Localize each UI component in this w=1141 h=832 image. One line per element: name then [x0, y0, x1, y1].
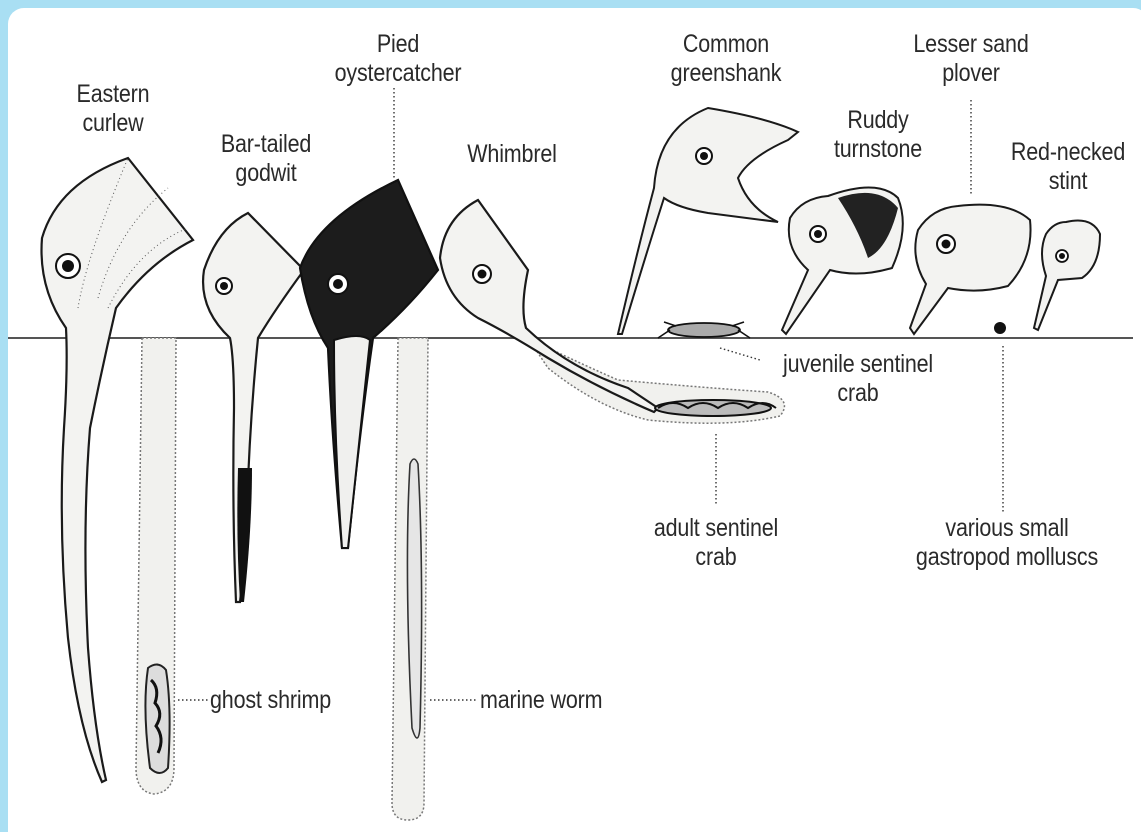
juvenile-sentinel-crab-drawing	[658, 322, 750, 338]
illustration-panel: Eastern curlew Bar-tailed godwit Pied oy…	[8, 8, 1141, 832]
label-adult-sentinel-crab: adult sentinel crab	[639, 514, 794, 572]
red-necked-stint-head	[1034, 221, 1100, 331]
label-eastern-curlew: Eastern curlew	[57, 80, 169, 138]
marine-worm-burrow	[392, 338, 428, 820]
label-gastropod-molluscs: various small gastropod molluscs	[905, 514, 1110, 572]
label-red-necked-stint: Red-necked stint	[1008, 138, 1128, 196]
label-juvenile-sentinel-crab: juvenile sentinel crab	[767, 350, 949, 408]
label-pied-oystercatcher: Pied oystercatcher	[321, 30, 476, 88]
label-whimbrel: Whimbrel	[452, 140, 572, 169]
label-marine-worm: marine worm	[480, 686, 626, 715]
label-common-greenshank: Common greenshank	[657, 30, 795, 88]
gastropod-mollusc-drawing	[994, 322, 1006, 334]
bar-tailed-godwit-head	[203, 213, 304, 602]
lesser-sand-plover-head	[910, 205, 1031, 334]
label-ghost-shrimp: ghost shrimp	[210, 686, 348, 715]
label-bar-tailed-godwit: Bar-tailed godwit	[202, 130, 331, 188]
common-greenshank-head	[618, 108, 798, 334]
adult-sentinel-crab-drawing	[655, 400, 776, 416]
ghost-shrimp-burrow	[136, 338, 176, 794]
label-lesser-sand-plover: Lesser sand plover	[900, 30, 1043, 88]
label-ruddy-turnstone: Ruddy turnstone	[818, 106, 938, 164]
ruddy-turnstone-head	[782, 187, 903, 334]
